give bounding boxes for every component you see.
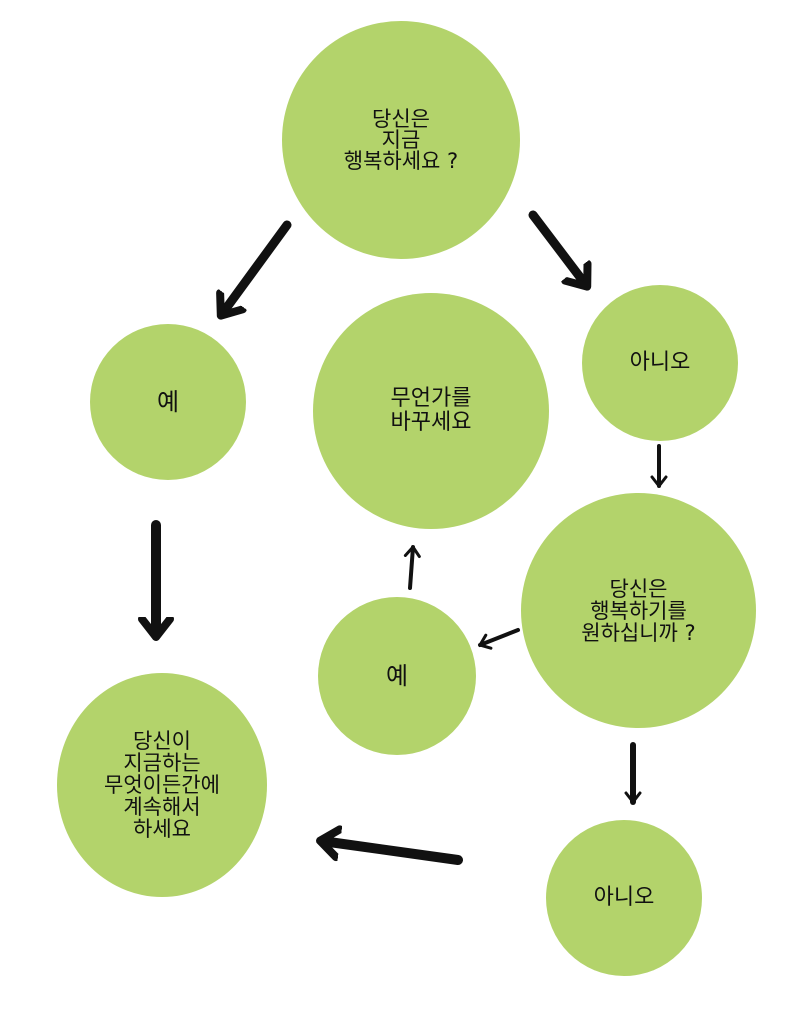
arrow-want-to-yes2 — [478, 628, 520, 650]
arrow-start-to-no1 — [528, 210, 586, 285]
answer-text-yes-second: 예 — [385, 662, 409, 690]
question-node-want-happy: 당신은 행복하기를 원하십니까 ? — [521, 493, 756, 728]
arrow-start-to-yes1 — [222, 220, 292, 314]
result-node-keep-doing: 당신이 지금하는 무엇이든간에 계속해서 하세요 — [57, 673, 267, 897]
question-text-happy-now: 당신은 지금 행복하세요 ? — [343, 106, 459, 173]
question-node-happy-now: 당신은 지금 행복하세요 ? — [282, 21, 520, 259]
answer-text-no-first: 아니오 — [629, 350, 691, 375]
result-text-keep-doing: 당신이 지금하는 무엇이든간에 계속해서 하세요 — [104, 729, 220, 841]
arrow-yes2-to-change — [403, 545, 421, 590]
answer-node-no-second: 아니오 — [546, 820, 702, 976]
arrow-no2-to-keep — [322, 841, 463, 865]
answer-node-no-first: 아니오 — [582, 285, 738, 441]
answer-text-yes-first: 예 — [156, 388, 180, 416]
answer-node-yes-second: 예 — [318, 597, 476, 755]
result-text-change-something: 무언가를 바꾸세요 — [390, 386, 472, 435]
answer-node-yes-first: 예 — [90, 324, 246, 480]
result-node-change-something: 무언가를 바꾸세요 — [313, 293, 549, 529]
answer-text-no-second: 아니오 — [593, 885, 655, 910]
question-text-want-happy: 당신은 행복하기를 원하십니까 ? — [581, 576, 696, 645]
